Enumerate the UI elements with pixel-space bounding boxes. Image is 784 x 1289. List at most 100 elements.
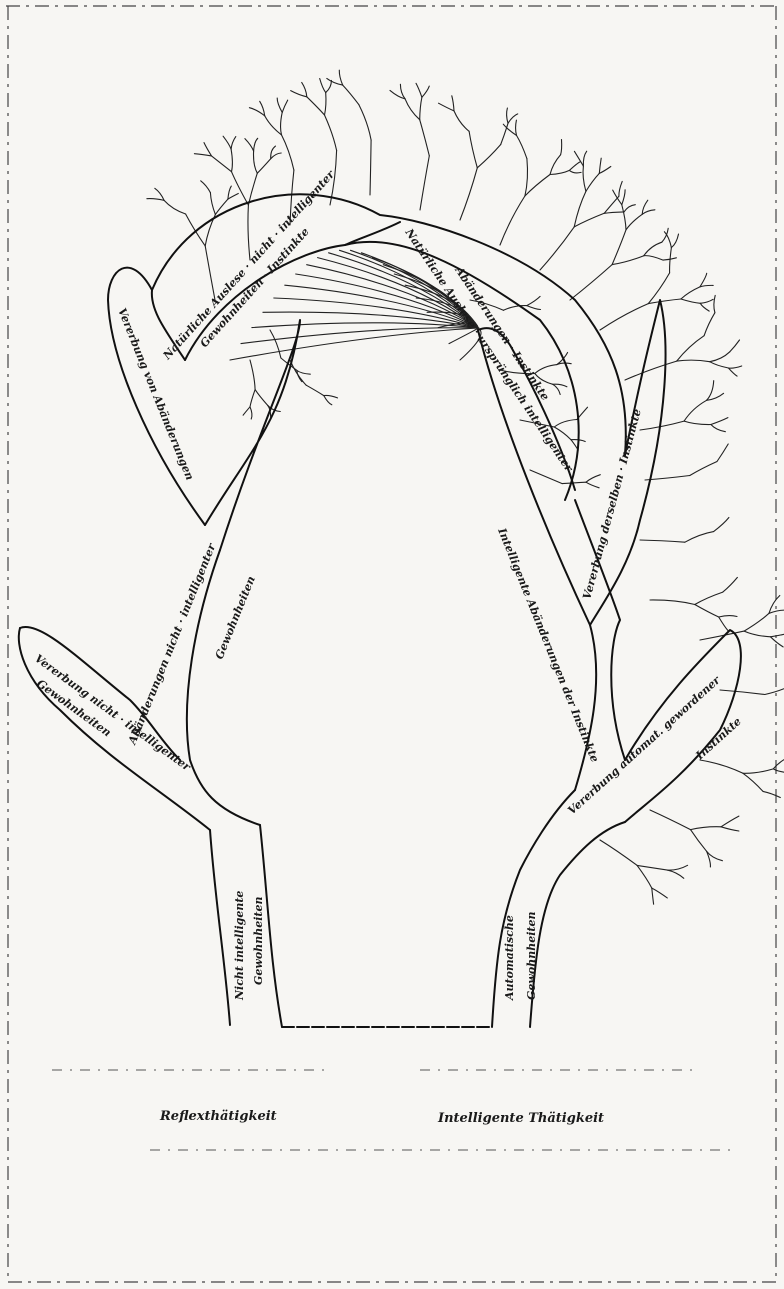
twig <box>586 475 600 483</box>
label-right-upper-branch: Vererbung derselben · Instinkte <box>580 407 643 600</box>
twig <box>343 85 359 105</box>
twig <box>420 120 430 156</box>
twig <box>255 390 268 406</box>
twig <box>326 80 332 92</box>
label-crown-left-2: Gewohnheiten · Instinkte <box>198 225 312 350</box>
twig <box>637 865 667 870</box>
twig <box>245 139 254 152</box>
twig <box>681 299 700 303</box>
twig <box>717 444 728 462</box>
twig <box>201 181 211 193</box>
twig <box>690 462 717 476</box>
twig <box>599 167 611 174</box>
twig <box>714 518 729 532</box>
twig <box>700 273 707 287</box>
twig <box>700 760 743 773</box>
base-rules <box>52 1070 730 1150</box>
twig <box>477 145 500 168</box>
label-left-mid-branch-2: Gewohnheiten <box>213 574 258 661</box>
twig <box>743 769 773 773</box>
twig <box>710 352 730 362</box>
fan-line <box>230 328 478 360</box>
twig <box>714 295 715 312</box>
twig <box>648 273 669 304</box>
twig <box>650 810 691 830</box>
twig <box>460 168 477 220</box>
twig <box>771 637 784 647</box>
twig <box>586 173 599 191</box>
twig <box>205 246 215 300</box>
twig <box>257 159 270 174</box>
label-right-trunk: Automatische <box>503 915 516 1001</box>
label-crown-right: Natürliche Auslese · ursprünglich intell… <box>402 226 576 475</box>
twig <box>648 299 681 304</box>
twig <box>695 605 719 618</box>
twig <box>773 756 784 769</box>
twig <box>642 210 655 215</box>
twig <box>400 84 405 99</box>
twig <box>622 190 625 205</box>
twig <box>771 633 784 637</box>
twig <box>721 827 739 831</box>
twig <box>291 91 307 97</box>
twig <box>604 196 619 213</box>
twig <box>527 296 540 305</box>
twig <box>707 381 714 401</box>
twig <box>359 105 371 140</box>
twig <box>728 366 741 368</box>
twig <box>228 194 238 200</box>
twig <box>254 138 258 151</box>
label-right-lower-branch-2: Instinkte <box>693 715 744 763</box>
twig <box>723 577 738 592</box>
twig <box>243 407 250 415</box>
twig <box>290 360 306 385</box>
twig <box>339 70 342 85</box>
twig <box>667 865 687 870</box>
twig <box>223 136 231 149</box>
twig <box>704 313 715 336</box>
twig <box>405 99 420 120</box>
label-base-right: Intelligente Thätigkeit <box>437 1111 604 1126</box>
label-crown-right-2: Abänderungen · Instinkte <box>452 264 552 403</box>
twig <box>147 199 164 201</box>
twig <box>583 166 586 191</box>
twig <box>325 115 337 150</box>
twig <box>186 214 206 246</box>
twig <box>691 830 707 852</box>
twig <box>469 131 477 168</box>
twig <box>574 213 604 227</box>
twig <box>439 103 455 111</box>
twig <box>684 421 711 424</box>
twig <box>664 232 671 248</box>
twig <box>249 108 264 116</box>
label-left-trunk: Nicht intelligente <box>233 891 246 1001</box>
twig <box>769 610 784 613</box>
twig <box>626 214 642 230</box>
twig <box>744 613 769 631</box>
left-trunk <box>210 830 230 1025</box>
diagram-labels: Natürliche Auslese · nicht · intelligent… <box>32 167 744 1126</box>
left-mid-branch <box>205 320 300 550</box>
twig <box>730 340 740 352</box>
label-left-mid-branch: Abänderungen nicht · intelligenter <box>125 541 218 747</box>
twig <box>527 306 541 310</box>
twig <box>204 143 212 156</box>
twig <box>554 420 577 428</box>
twig <box>622 205 626 230</box>
twig <box>231 149 232 172</box>
twig <box>710 362 729 368</box>
twig <box>250 390 255 407</box>
twig <box>254 151 258 173</box>
twig <box>744 631 770 637</box>
twig <box>684 400 707 421</box>
twig <box>416 83 422 97</box>
twig <box>640 421 684 430</box>
twig <box>677 360 710 362</box>
twig <box>604 212 624 213</box>
twig <box>721 816 739 827</box>
twig <box>599 158 601 173</box>
twig <box>307 97 325 115</box>
twig <box>612 256 644 265</box>
fan-line <box>252 323 478 328</box>
twig <box>569 162 580 170</box>
